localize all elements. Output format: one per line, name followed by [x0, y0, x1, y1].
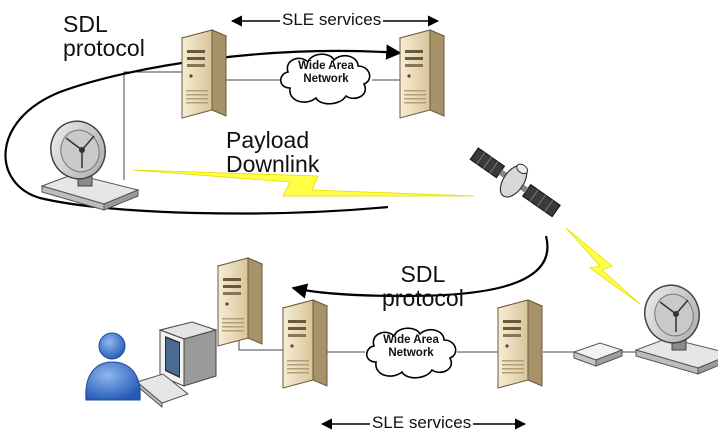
sle-services-label-bottom: SLE services	[370, 413, 474, 432]
satellite-icon	[469, 147, 561, 218]
sdl-protocol-label-bottom: SDL protocol	[382, 262, 464, 310]
payload-downlink-label: Payload Downlink	[226, 128, 319, 176]
wan-top-line1: Wide Area	[298, 60, 354, 72]
sle-services-label-top: SLE services	[280, 10, 384, 29]
sdl-protocol-label-top-line2: protocol	[63, 35, 145, 62]
server-icon	[282, 299, 328, 389]
wide-area-network-label-top: Wide Area Network	[286, 60, 366, 86]
user-icon	[85, 332, 141, 401]
sdl-protocol-label-top-line1: SDL	[63, 11, 108, 37]
uplink-lightning-icon	[565, 227, 641, 305]
server-icon	[399, 29, 445, 119]
sdl-protocol-label-bottom-line1: SDL	[400, 261, 446, 287]
wan-bottom-line2: Network	[388, 347, 434, 360]
dish-antenna-icon	[635, 277, 718, 375]
server-icon	[181, 29, 227, 119]
wide-area-network-label-bottom: Wide Area Network	[370, 334, 452, 360]
server-icon	[497, 299, 543, 389]
payload-downlink-label-line2: Downlink	[226, 151, 320, 178]
sdl-protocol-arrow-bottom	[291, 235, 549, 299]
sdl-protocol-label-top: SDL protocol	[63, 12, 145, 60]
wan-bottom-line1: Wide Area	[383, 334, 439, 346]
modem-icon	[572, 342, 624, 367]
keyboard-icon	[135, 373, 190, 409]
payload-downlink-lightning-icon	[132, 169, 475, 197]
sdl-protocol-label-bottom-line2: protocol	[382, 285, 464, 312]
monitor-icon	[158, 321, 218, 387]
wan-top-line2: Network	[303, 73, 349, 86]
payload-downlink-label-line1: Payload	[226, 127, 310, 153]
server-icon	[217, 257, 263, 347]
